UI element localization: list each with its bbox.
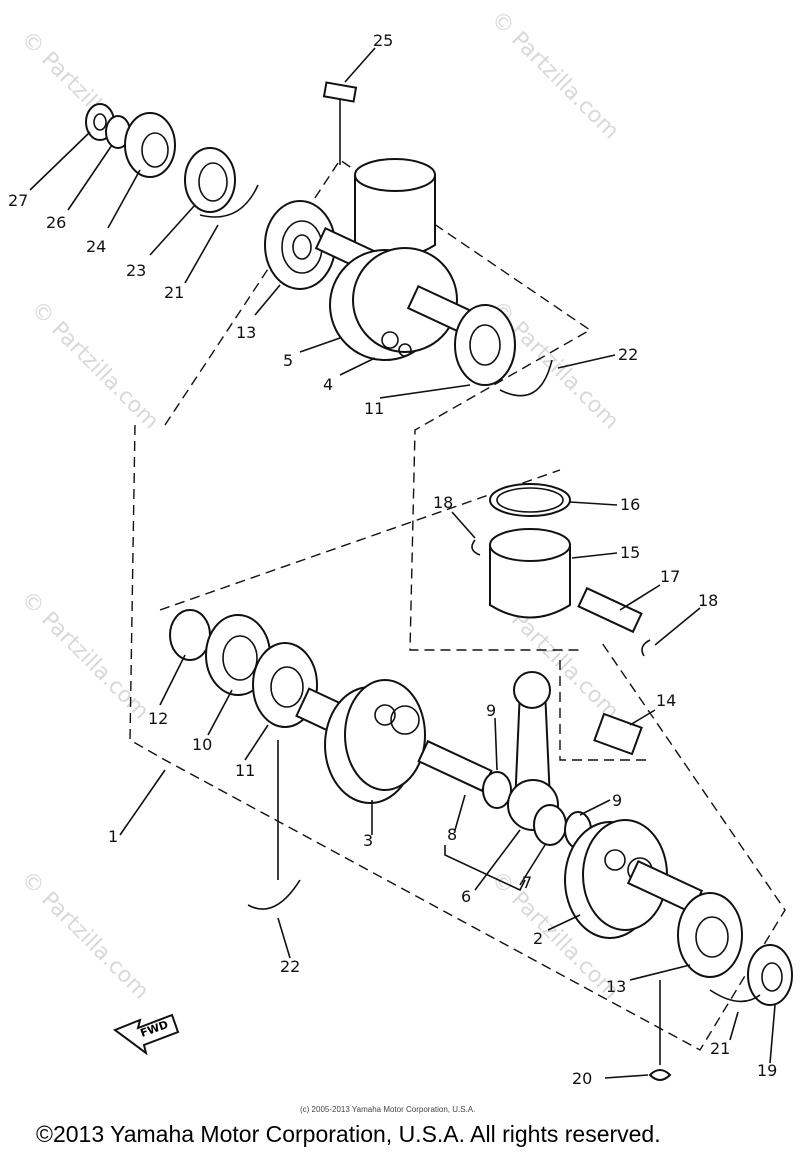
callout-15: 15 (620, 543, 640, 562)
callout-26: 26 (46, 213, 66, 232)
callout-25: 25 (373, 31, 393, 50)
callout-16: 16 (620, 495, 640, 514)
callout-8: 8 (447, 825, 457, 844)
callout-9: 9 (486, 701, 496, 720)
callout-27: 27 (8, 191, 28, 210)
callout-11: 11 (364, 399, 384, 418)
leader-lines (29, 47, 776, 1079)
callout-3: 3 (363, 831, 373, 850)
lower-crank-assembly (169, 609, 793, 1081)
callout-22: 22 (280, 957, 300, 976)
callout-14: 14 (656, 691, 676, 710)
part-callouts: 25 27 26 24 23 21 13 5 4 11 22 18 16 15 … (8, 31, 777, 1088)
callout-18: 18 (433, 493, 453, 512)
callout-18: 18 (698, 591, 718, 610)
callout-9: 9 (612, 791, 622, 810)
callout-1: 1 (108, 827, 118, 846)
callout-11: 11 (235, 761, 255, 780)
callout-19: 19 (757, 1061, 777, 1080)
callout-4: 4 (323, 375, 333, 394)
callout-13: 13 (606, 977, 626, 996)
callout-6: 6 (461, 887, 471, 906)
watermark-text: © Partzilla.com (16, 587, 154, 725)
callout-20: 20 (572, 1069, 592, 1088)
callout-13: 13 (236, 323, 256, 342)
small-credit: (c) 2005-2013 Yamaha Motor Corporation, … (300, 1105, 475, 1114)
copyright-notice: ©2013 Yamaha Motor Corporation, U.S.A. A… (36, 1121, 661, 1147)
callout-10: 10 (192, 735, 212, 754)
callout-21: 21 (164, 283, 184, 302)
piston-assembly (471, 483, 651, 657)
upper-crank-assembly (85, 81, 553, 397)
callout-24: 24 (86, 237, 106, 256)
callout-7: 7 (522, 873, 532, 892)
forward-direction-arrow: FWD (112, 1013, 180, 1056)
callout-23: 23 (126, 261, 146, 280)
callout-5: 5 (283, 351, 293, 370)
watermark-text: © Partzilla.com (26, 297, 164, 435)
watermark-text: © Partzilla.com (486, 7, 624, 145)
callout-17: 17 (660, 567, 680, 586)
callout-22: 22 (618, 345, 638, 364)
callout-21: 21 (710, 1039, 730, 1058)
callout-12: 12 (148, 709, 168, 728)
watermark-text: © Partzilla.com (16, 867, 154, 1005)
callout-2: 2 (533, 929, 543, 948)
